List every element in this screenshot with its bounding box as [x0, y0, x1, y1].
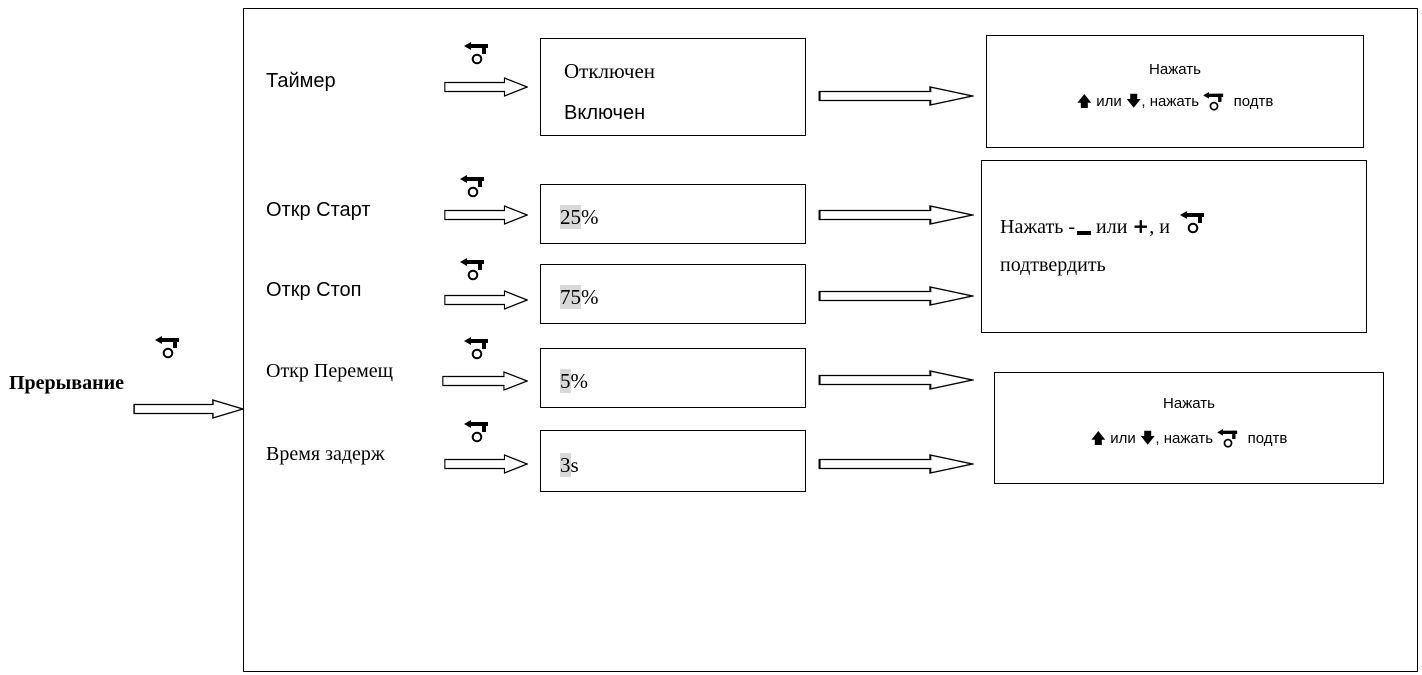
- delay-time-value: 3: [560, 453, 571, 477]
- enter-key-icon: [460, 175, 486, 199]
- instruction2-or: или: [1110, 430, 1136, 447]
- enter-key-icon: [460, 258, 486, 282]
- enter-key-icon: [464, 337, 490, 361]
- instruction-select-box-2: Нажать 🡅 или 🡇, нажать подтв: [994, 372, 1384, 484]
- open-move-value: 5: [560, 369, 571, 393]
- timer-options-box[interactable]: Отключен Включен: [540, 38, 806, 136]
- open-move-unit: %: [570, 369, 589, 393]
- open-stop-value-box[interactable]: 75%: [540, 264, 806, 324]
- timer-option-off[interactable]: Отключен: [564, 59, 656, 83]
- enter-key-icon: [1217, 429, 1239, 449]
- up-arrow-icon: 🡅: [1076, 93, 1093, 110]
- instruction2-press: , нажать: [1155, 430, 1214, 447]
- row-arrow-open-start: [444, 205, 528, 225]
- instruction-select-box: Нажать 🡅 или 🡇, нажать подтв: [986, 35, 1364, 148]
- up-arrow-icon: 🡅: [1090, 430, 1107, 447]
- instruction-press: , нажать: [1141, 93, 1200, 110]
- enter-key-icon: [1180, 211, 1206, 235]
- open-stop-to-instr-arrow: [818, 286, 974, 306]
- timer-option-on[interactable]: Включен: [564, 102, 646, 124]
- instruction-adjust-box: Нажать - или +, и подтвердить: [981, 160, 1367, 333]
- row-label-open-move: Откр Перемещ: [266, 360, 394, 382]
- down-arrow-icon: 🡇: [1125, 93, 1142, 110]
- row-label-open-start: Откр Старт: [266, 199, 371, 221]
- open-move-to-instr-arrow: [818, 370, 974, 390]
- menu-frame: [243, 8, 1418, 672]
- instruction-or: или: [1096, 93, 1122, 110]
- instruction-confirm: подтв: [1233, 93, 1274, 110]
- enter-key-icon: [464, 420, 490, 444]
- delay-time-value-box[interactable]: 3s: [540, 430, 806, 492]
- open-move-value-box[interactable]: 5%: [540, 348, 806, 408]
- plus-icon: +: [1132, 214, 1150, 238]
- enter-key-icon: [464, 42, 490, 66]
- row-arrow-timer: [444, 77, 528, 97]
- delay-time-to-instr-arrow: [818, 454, 974, 474]
- timer-to-instr-arrow: [818, 86, 974, 106]
- row-label-delay-time: Время задерж: [266, 443, 385, 465]
- instruction2-line1: Нажать: [1163, 395, 1215, 412]
- instruction-adjust-prefix: Нажать -: [1000, 216, 1076, 238]
- entry-arrow: [133, 399, 244, 419]
- delay-time-unit: s: [570, 453, 579, 477]
- row-label-timer: Таймер: [266, 70, 336, 92]
- minus-icon: [1077, 231, 1092, 235]
- down-arrow-icon: 🡇: [1139, 430, 1156, 447]
- instruction-adjust-or: или: [1091, 216, 1133, 238]
- row-label-open-stop: Откр Стоп: [266, 279, 362, 301]
- instruction-line1: Нажать: [1149, 61, 1201, 78]
- open-start-unit: %: [581, 205, 599, 229]
- instruction-adjust-and: , и: [1149, 216, 1170, 238]
- open-start-to-instr-arrow: [818, 205, 974, 225]
- open-stop-value: 75: [560, 285, 581, 309]
- row-arrow-delay-time: [444, 454, 528, 474]
- enter-key-icon: [1203, 92, 1225, 112]
- row-arrow-open-stop: [444, 290, 528, 310]
- open-start-value-box[interactable]: 25%: [540, 184, 806, 244]
- instruction-adjust-confirm: подтвердить: [1000, 254, 1106, 276]
- instruction2-confirm: подтв: [1247, 430, 1288, 447]
- entry-label: Прерывание: [9, 372, 125, 394]
- enter-key-icon: [155, 336, 181, 360]
- open-stop-unit: %: [581, 285, 599, 309]
- open-start-value: 25: [560, 205, 581, 229]
- row-arrow-open-move: [442, 371, 528, 391]
